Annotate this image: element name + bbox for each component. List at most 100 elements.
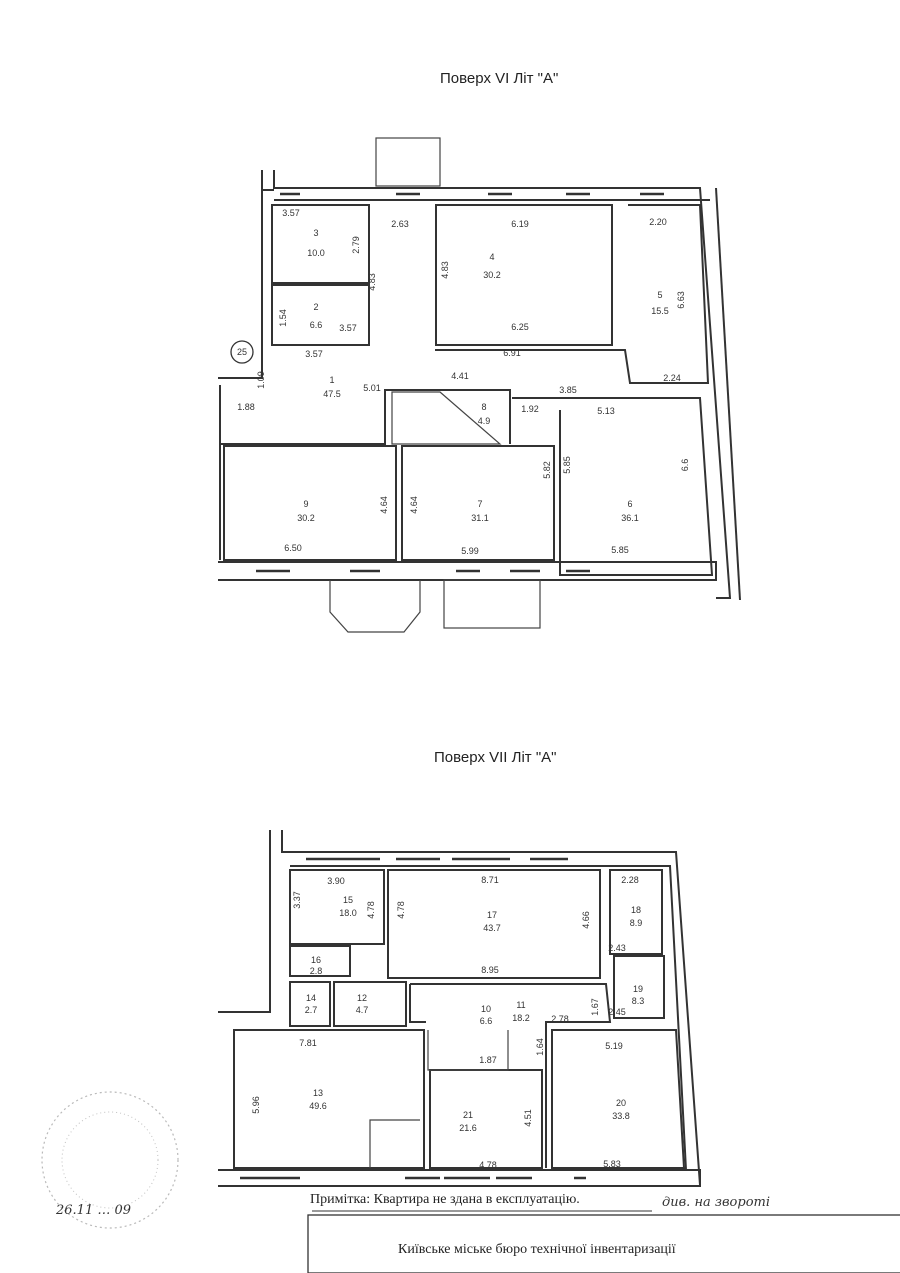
svg-text:8.3: 8.3	[632, 996, 645, 1006]
svg-text:4.83: 4.83	[440, 261, 450, 279]
floor-6-walls	[218, 137, 741, 633]
svg-text:4.66: 4.66	[581, 911, 591, 929]
svg-text:30.2: 30.2	[483, 270, 501, 280]
floor-7-title: Поверх VII Літ "А"	[434, 749, 556, 766]
svg-text:5.83: 5.83	[603, 1159, 621, 1169]
svg-text:5: 5	[657, 290, 662, 300]
svg-text:2.7: 2.7	[305, 1005, 318, 1015]
svg-text:9: 9	[303, 499, 308, 509]
svg-text:2.24: 2.24	[663, 373, 681, 383]
svg-text:6.63: 6.63	[676, 291, 686, 309]
svg-text:5.85: 5.85	[562, 456, 572, 474]
svg-text:5.82: 5.82	[542, 461, 552, 479]
svg-text:5.85: 5.85	[611, 545, 629, 555]
svg-text:6.25: 6.25	[511, 322, 529, 332]
svg-text:4.78: 4.78	[479, 1160, 497, 1170]
svg-text:14: 14	[306, 993, 316, 1003]
svg-text:3: 3	[313, 228, 318, 238]
svg-text:21: 21	[463, 1110, 473, 1120]
svg-text:7.81: 7.81	[299, 1038, 317, 1048]
svg-text:4: 4	[489, 252, 494, 262]
svg-text:1.67: 1.67	[590, 998, 600, 1016]
svg-text:47.5: 47.5	[323, 389, 341, 399]
svg-text:20: 20	[616, 1098, 626, 1108]
svg-text:4.78: 4.78	[366, 901, 376, 919]
svg-text:1.92: 1.92	[521, 404, 539, 414]
svg-text:2.20: 2.20	[649, 217, 667, 227]
svg-text:1.54: 1.54	[278, 309, 288, 327]
svg-text:16: 16	[311, 955, 321, 965]
floor-7-walls	[218, 830, 701, 1187]
svg-text:1.87: 1.87	[479, 1055, 497, 1065]
svg-text:2.63: 2.63	[391, 219, 409, 229]
svg-text:18: 18	[631, 905, 641, 915]
building-marker	[230, 340, 254, 364]
svg-text:8.95: 8.95	[481, 965, 499, 975]
svg-text:6.6: 6.6	[680, 459, 690, 472]
svg-text:11: 11	[516, 1000, 525, 1010]
svg-text:3.57: 3.57	[339, 323, 357, 333]
svg-text:19: 19	[633, 984, 643, 994]
svg-text:4.41: 4.41	[451, 371, 469, 381]
svg-text:6.6: 6.6	[310, 320, 323, 330]
svg-text:5.96: 5.96	[251, 1096, 261, 1114]
svg-text:21.6: 21.6	[459, 1123, 477, 1133]
svg-text:1.88: 1.88	[237, 402, 255, 412]
svg-text:6.50: 6.50	[284, 543, 302, 553]
svg-text:2.43: 2.43	[608, 943, 626, 953]
signature-date: 26.11 … 09	[55, 1203, 131, 1218]
svg-text:6.19: 6.19	[511, 219, 529, 229]
svg-text:13: 13	[313, 1088, 323, 1098]
handwritten-note: див. на звороті	[662, 1195, 770, 1210]
svg-text:4.51: 4.51	[523, 1109, 533, 1127]
bureau-stamp	[41, 1091, 179, 1229]
svg-text:33.8: 33.8	[612, 1111, 630, 1121]
svg-text:4.64: 4.64	[409, 496, 419, 514]
svg-text:30.2: 30.2	[297, 513, 315, 523]
svg-text:3.57: 3.57	[282, 208, 300, 218]
svg-text:8: 8	[481, 402, 486, 412]
note-text: Примітка: Квартира не здана в експлуатац…	[310, 1192, 580, 1207]
floor-6-room-labels: 310.0 26.6 430.2 515.5 147.5 84.9 930.2 …	[297, 228, 669, 523]
svg-text:2: 2	[313, 302, 318, 312]
svg-text:43.7: 43.7	[483, 923, 501, 933]
svg-text:3.85: 3.85	[559, 385, 577, 395]
svg-text:15.5: 15.5	[651, 306, 669, 316]
svg-text:5.13: 5.13	[597, 406, 615, 416]
svg-text:1: 1	[329, 375, 334, 385]
svg-text:18.0: 18.0	[339, 908, 357, 918]
svg-text:10.0: 10.0	[307, 248, 325, 258]
svg-text:2.28: 2.28	[621, 875, 639, 885]
svg-text:4.83: 4.83	[367, 273, 377, 291]
svg-text:2.45: 2.45	[608, 1007, 626, 1017]
svg-text:36.1: 36.1	[621, 513, 639, 523]
svg-text:6.91: 6.91	[503, 348, 521, 358]
svg-text:3.90: 3.90	[327, 876, 345, 886]
floor-6-dimensions: 3.57 2.79 2.63 6.19 4.83 4.83 2.20 6.63 …	[237, 208, 690, 556]
svg-text:2.8: 2.8	[310, 966, 323, 976]
svg-text:1.09: 1.09	[256, 371, 266, 389]
svg-text:2.78: 2.78	[551, 1014, 569, 1024]
svg-text:31.1: 31.1	[471, 513, 489, 523]
bureau-box	[307, 1214, 900, 1273]
svg-text:4.64: 4.64	[379, 496, 389, 514]
svg-text:8.71: 8.71	[481, 875, 499, 885]
svg-text:6: 6	[627, 499, 632, 509]
svg-text:5.99: 5.99	[461, 546, 479, 556]
svg-text:5.01: 5.01	[363, 383, 381, 393]
svg-text:6.6: 6.6	[480, 1016, 493, 1026]
svg-text:18.2: 18.2	[512, 1013, 530, 1023]
svg-text:15: 15	[343, 895, 353, 905]
svg-text:10: 10	[481, 1004, 491, 1014]
svg-text:8.9: 8.9	[630, 918, 643, 928]
svg-text:4.78: 4.78	[396, 901, 406, 919]
svg-text:1.64: 1.64	[535, 1038, 545, 1056]
svg-text:4.7: 4.7	[356, 1005, 369, 1015]
svg-text:3.57: 3.57	[305, 349, 323, 359]
floor-6-title: Поверх VI Літ "А"	[440, 70, 558, 87]
svg-text:49.6: 49.6	[309, 1101, 327, 1111]
svg-text:7: 7	[477, 499, 482, 509]
floor-7-dimensions: 3.90 8.71 2.28 3.37 4.78 4.78 4.66 2.43 …	[251, 875, 639, 1170]
building-marker-label: 25	[237, 347, 247, 357]
